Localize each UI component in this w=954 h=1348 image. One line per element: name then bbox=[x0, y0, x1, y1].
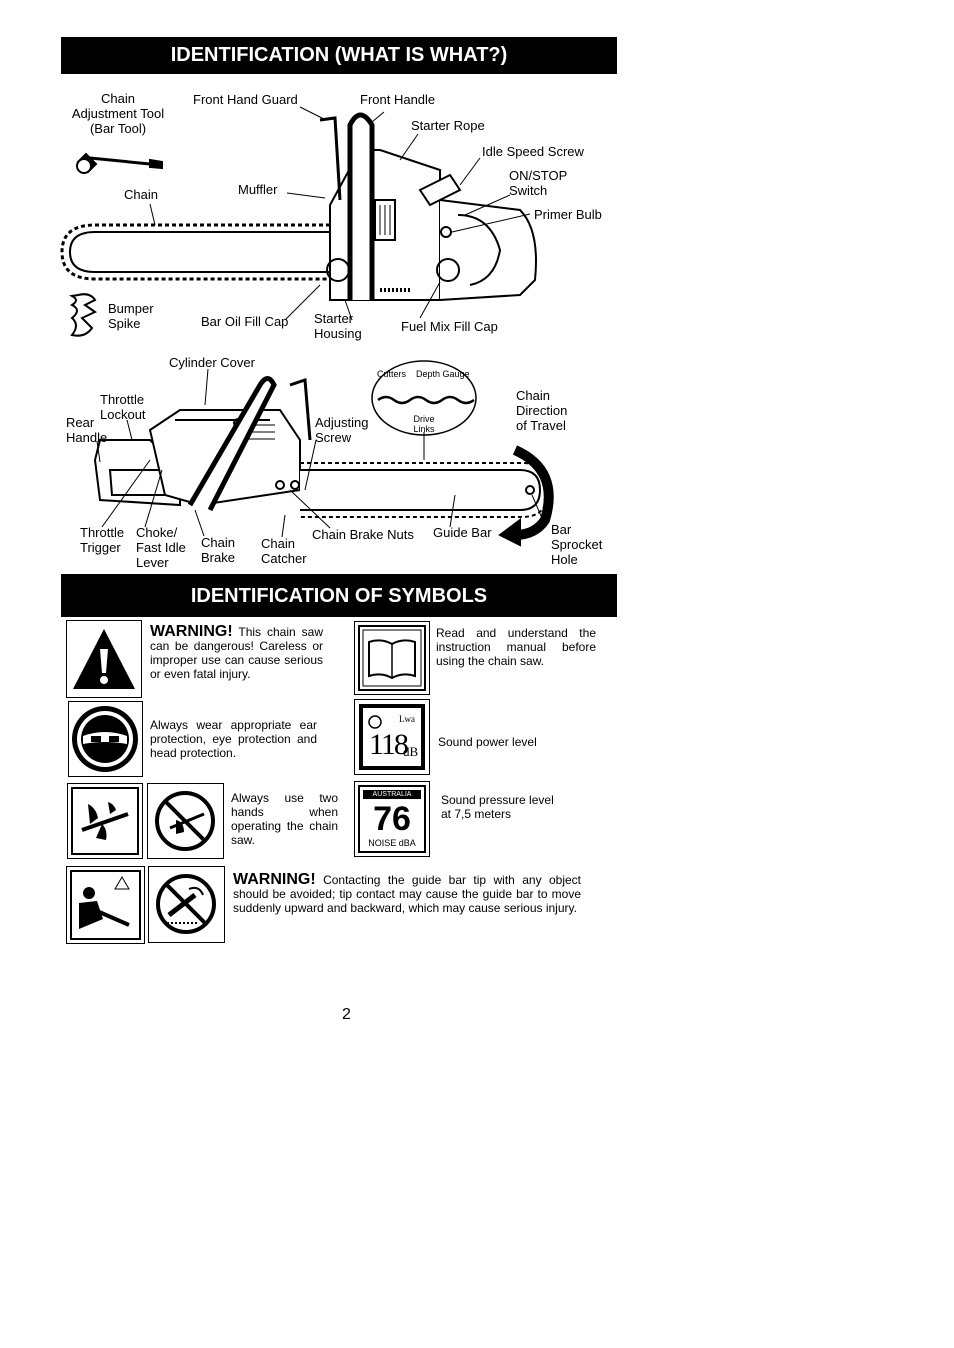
book-icon bbox=[358, 625, 426, 691]
label-bar-sprocket-hole: Bar Sprocket Hole bbox=[551, 522, 603, 567]
label-rear-handle: Rear Handle bbox=[66, 415, 108, 445]
saw-body-drawing bbox=[319, 112, 537, 301]
sound-pressure-bottom: NOISE dBA bbox=[368, 838, 416, 848]
label-chain: Chain bbox=[124, 187, 158, 202]
label-adjusting-screw: Adjusting Screw bbox=[315, 415, 369, 445]
sound-power-value: 118 bbox=[369, 728, 409, 761]
label-starter-rope: Starter Rope bbox=[411, 118, 485, 133]
sound-power-text: Sound power level bbox=[438, 735, 537, 749]
label-drive-links: Drive Links bbox=[413, 414, 435, 434]
bumper-spike-drawing bbox=[68, 293, 97, 337]
protection-symbol bbox=[68, 701, 143, 777]
sound-power-icon bbox=[359, 704, 425, 770]
prohibited-tip-contact-icon bbox=[156, 874, 216, 934]
guide-bar-chain-drawing bbox=[60, 223, 330, 281]
sound-pressure-top: AUSTRALIA bbox=[372, 791, 412, 798]
label-front-handle: Front Handle bbox=[360, 92, 436, 107]
warning2-block: WARNING! Contacting the guide bar tip wi… bbox=[233, 871, 581, 916]
two-hands-text: Always use two hands when operating the … bbox=[231, 791, 338, 847]
label-idle-speed-screw: Idle Speed Screw bbox=[482, 144, 584, 159]
section-title-what-is-what: IDENTIFICATION (WHAT IS WHAT?) bbox=[61, 37, 617, 74]
warning2-text: Contacting the guide bar tip with any ob… bbox=[233, 873, 581, 915]
kickback-warning-symbol bbox=[66, 866, 145, 944]
label-throttle-lockout: Throttle Lockout bbox=[100, 392, 146, 422]
leader-lines-top bbox=[149, 106, 531, 321]
label-muffler: Muffler bbox=[238, 182, 278, 197]
label-guide-bar: Guide Bar bbox=[433, 525, 492, 540]
label-throttle-trigger: Throttle Trigger bbox=[80, 525, 125, 555]
sound-pressure-symbol: AUSTRALIA 76 NOISE dBA bbox=[354, 781, 430, 857]
label-primer-bulb: Primer Bulb bbox=[534, 207, 602, 222]
sound-pressure-text: Sound pressure level at 7,5 meters bbox=[441, 793, 554, 821]
label-chain-brake-nuts: Chain Brake Nuts bbox=[312, 527, 414, 542]
two-hands-symbol bbox=[67, 783, 143, 859]
sound-power-lwa: Lwa bbox=[399, 714, 415, 724]
label-fuel-mix-fill-cap: Fuel Mix Fill Cap bbox=[401, 319, 498, 334]
label-depth-gauge: Depth Gauge bbox=[416, 369, 470, 379]
bar-tool-drawing bbox=[76, 152, 163, 174]
warning1-text: This chain saw can be dangerous! Careles… bbox=[150, 625, 323, 681]
two-hands-icon bbox=[71, 787, 139, 855]
section-title-symbols: IDENTIFICATION OF SYMBOLS bbox=[61, 574, 617, 617]
label-chain-catcher: Chain Catcher bbox=[261, 536, 307, 566]
warning-triangle-icon bbox=[73, 629, 135, 689]
prohibited-one-hand-icon bbox=[155, 791, 215, 851]
label-starter-housing: Starter Housing bbox=[314, 311, 362, 341]
warning1-block: WARNING! This chain saw can be dangerous… bbox=[150, 623, 323, 682]
page-number: 2 bbox=[342, 1006, 351, 1023]
label-chain-brake: Chain Brake bbox=[201, 535, 235, 565]
warning-triangle-symbol bbox=[66, 620, 142, 698]
label-choke-fast-idle: Choke/ Fast Idle Lever bbox=[136, 525, 186, 570]
label-front-hand-guard: Front Hand Guard bbox=[193, 92, 298, 107]
protection-text: Always wear appropriate ear protection, … bbox=[150, 718, 317, 760]
label-cylinder-cover: Cylinder Cover bbox=[169, 355, 255, 370]
label-chain-adjustment-tool: Chain Adjustment Tool (Bar Tool) bbox=[71, 91, 165, 136]
warning2-heading: WARNING! bbox=[233, 871, 316, 888]
kickback-icon bbox=[70, 870, 141, 940]
label-cutters: Cutters bbox=[377, 369, 407, 379]
manual-symbol bbox=[354, 621, 430, 695]
label-chain-direction: Chain Direction of Travel bbox=[516, 388, 568, 433]
label-bumper-spike: Bumper Spike bbox=[108, 301, 154, 331]
one-hand-prohibited-symbol bbox=[147, 783, 224, 859]
sound-pressure-icon bbox=[358, 785, 426, 853]
sound-power-unit: dB bbox=[403, 744, 419, 759]
tip-contact-prohibited-symbol bbox=[148, 866, 225, 943]
manual-text: Read and understand the instruction manu… bbox=[436, 626, 596, 668]
head-protection-icon bbox=[72, 706, 138, 772]
warning1-heading: WARNING! bbox=[150, 623, 233, 640]
label-on-stop-switch: ON/STOP Switch bbox=[509, 168, 568, 198]
label-bar-oil-fill-cap: Bar Oil Fill Cap bbox=[201, 314, 289, 329]
sound-power-symbol: Lwa 118 dB bbox=[354, 699, 430, 775]
sound-pressure-value: 76 bbox=[373, 800, 411, 838]
